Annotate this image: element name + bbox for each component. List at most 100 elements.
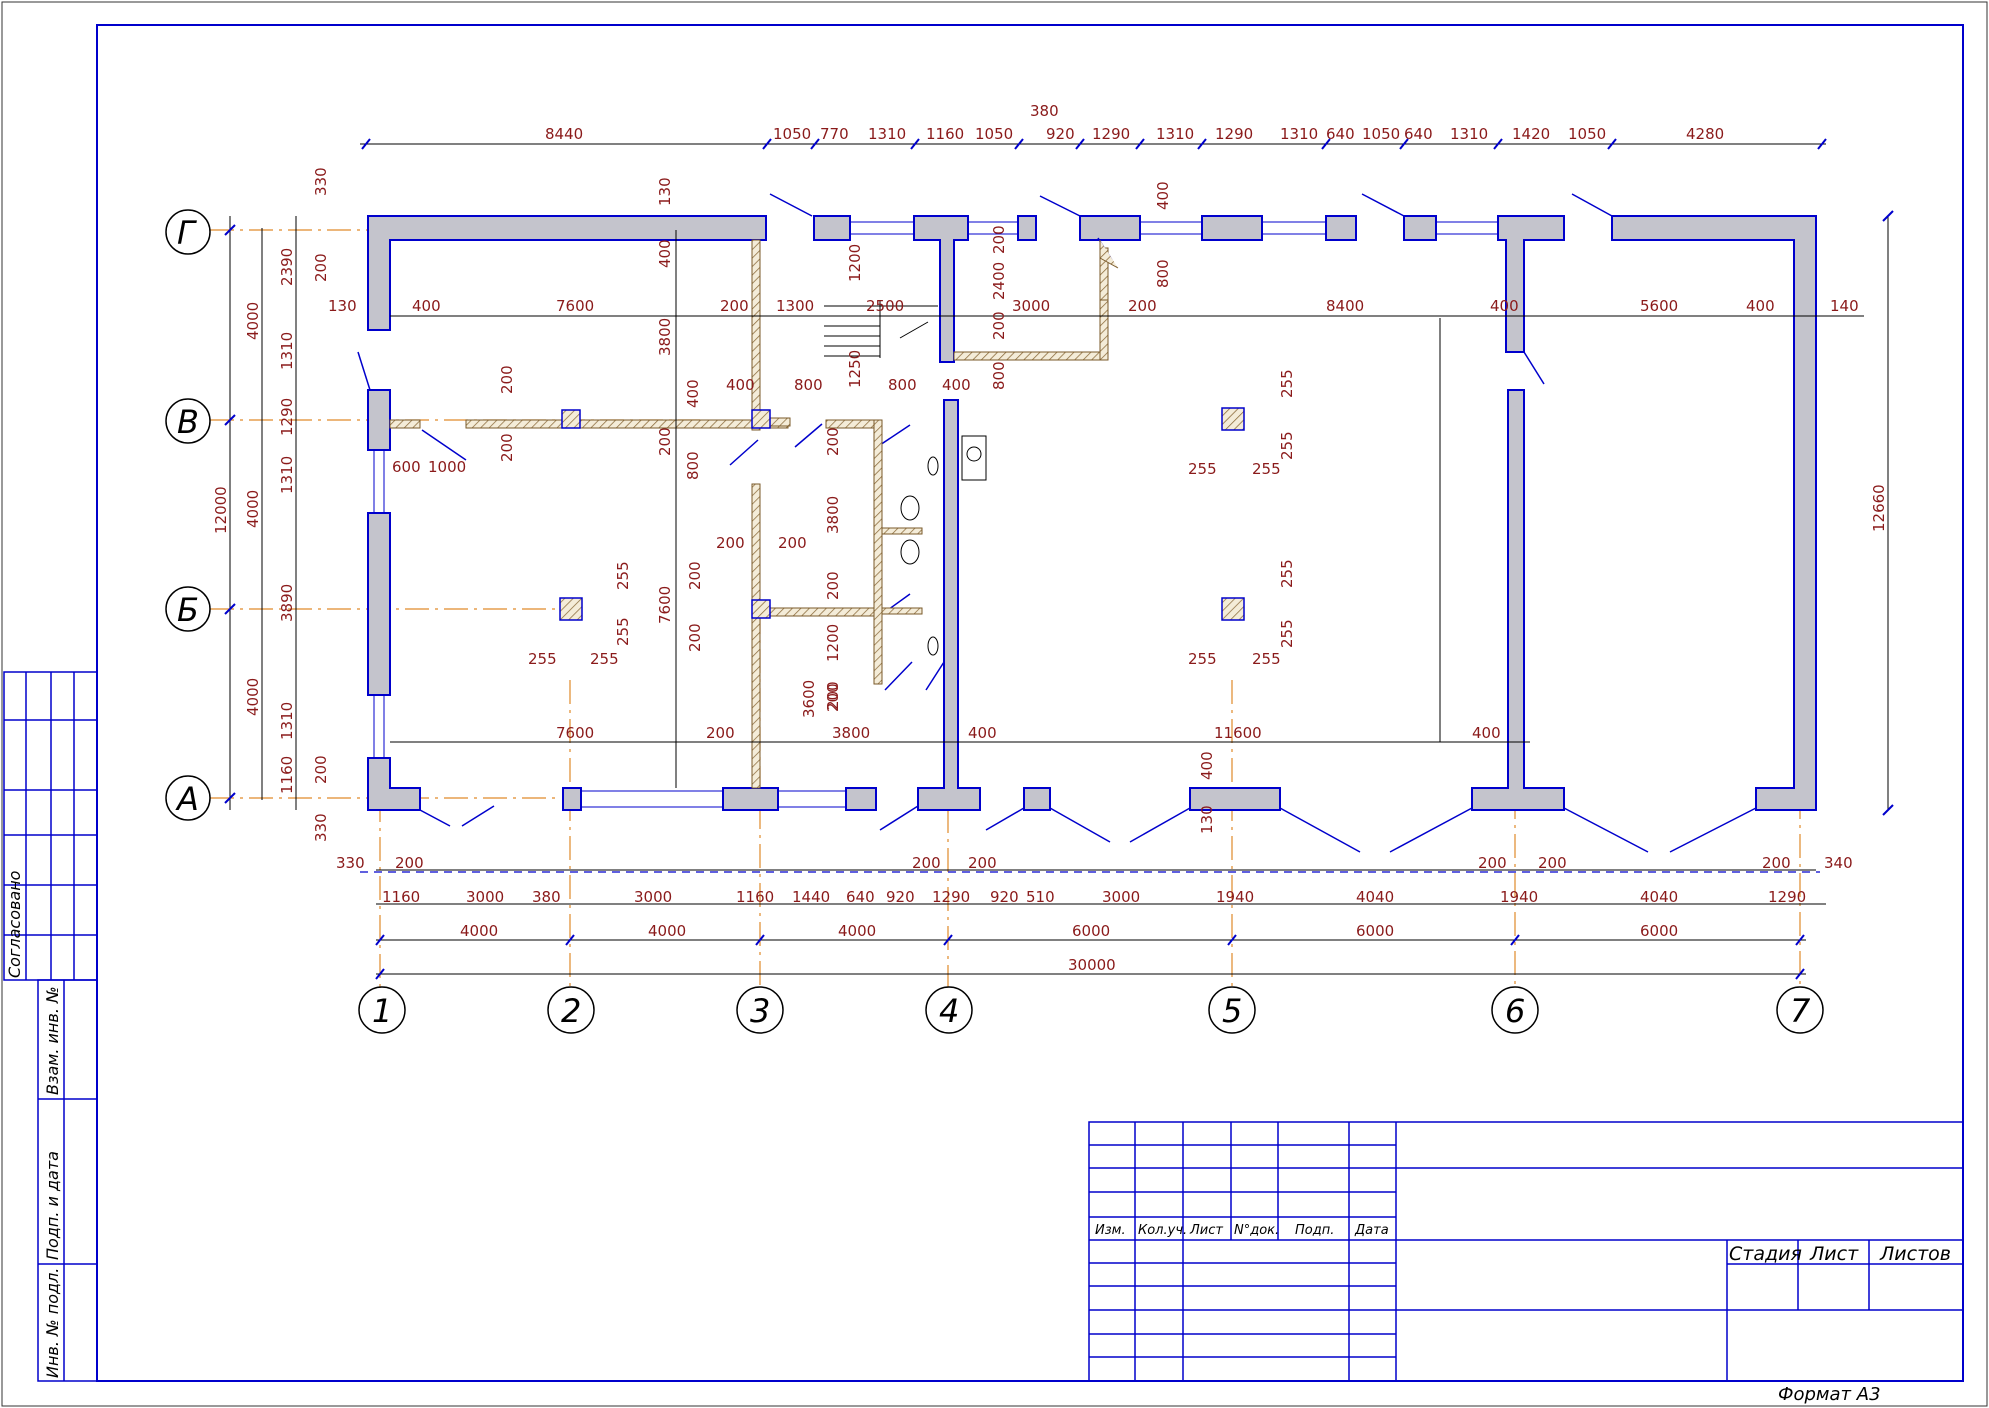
dim-b2-1160b: 1160	[736, 888, 774, 906]
dim-in-400b: 400	[1490, 297, 1519, 315]
dim-b1-200a: 200	[395, 854, 424, 872]
dim-b2-640: 640	[846, 888, 875, 906]
dim-in-1000: 1000	[428, 458, 466, 476]
axis-col-2: 2	[561, 992, 581, 1030]
dim-in-400v3: 400	[1154, 181, 1172, 210]
interior-partitions	[389, 239, 1119, 789]
dim-top-640b: 640	[1404, 125, 1433, 143]
dim-in-255f: 255	[1252, 460, 1281, 478]
dim-total-30000: 30000	[1068, 956, 1116, 974]
dim-b1-200e: 200	[1538, 854, 1567, 872]
dim-b2-3000a: 3000	[466, 888, 504, 906]
dim-left-1290: 1290	[278, 398, 296, 436]
dim-top-1420: 1420	[1512, 125, 1550, 143]
dim-in-600: 600	[392, 458, 421, 476]
dim-b2-1940b: 1940	[1500, 888, 1538, 906]
dim-in-3800v2: 3800	[824, 496, 842, 534]
dim-in-200v3: 200	[498, 433, 516, 462]
axis-row-V: В	[177, 403, 199, 441]
dim-b1-200f: 200	[1762, 854, 1791, 872]
dim-top-1310c: 1310	[1280, 125, 1318, 143]
dim-in-1200v: 1200	[846, 244, 864, 282]
dim-b3-6000a: 6000	[1072, 922, 1110, 940]
dim-top-1310a: 1310	[868, 125, 906, 143]
dim-top-380: 380	[1030, 102, 1059, 120]
dim-in-200v: 200	[656, 427, 674, 456]
dim-b2-1290a: 1290	[932, 888, 970, 906]
title-stage: Стадия	[1729, 1243, 1802, 1265]
dim-in-1300: 1300	[776, 297, 814, 315]
dim-left-330b: 330	[312, 813, 330, 842]
format-label: Формат А3	[1778, 1384, 1881, 1405]
row-axis-bubbles	[165, 209, 211, 821]
dim-left-4000b: 4000	[244, 490, 262, 528]
dim-in-200v6: 200	[824, 571, 842, 600]
dim-top-1290b: 1290	[1215, 125, 1253, 143]
dim-b2-3000c: 3000	[1102, 888, 1140, 906]
dim-in-255b: 255	[590, 650, 619, 668]
dim-in-200v7: 200	[686, 561, 704, 590]
dim-in-400d: 400	[726, 376, 755, 394]
dim-left-200a: 200	[312, 253, 330, 282]
dim-in-200v2: 200	[498, 365, 516, 394]
dim-in-800b: 800	[888, 376, 917, 394]
dim-in-7600v: 7600	[656, 586, 674, 624]
dim-b2-1940a: 1940	[1216, 888, 1254, 906]
dim-top-1310b: 1310	[1156, 125, 1194, 143]
title-hdr-izm: Изм.	[1095, 1223, 1126, 1238]
dim-in-3800: 3800	[832, 724, 870, 742]
dim-b1-330: 330	[336, 854, 365, 872]
axis-col-4: 4	[939, 992, 959, 1030]
dim-in-400g: 400	[1472, 724, 1501, 742]
dim-in-200c: 200	[716, 534, 745, 552]
dim-in-800v3: 800	[1154, 259, 1172, 288]
dim-in-400v2: 400	[684, 379, 702, 408]
dim-in-140: 140	[1830, 297, 1859, 315]
dim-in-400a: 400	[412, 297, 441, 315]
title-hdr-podp: Подп.	[1295, 1223, 1334, 1238]
dim-in-3000: 3000	[1012, 297, 1050, 315]
dim-in-400v: 400	[656, 239, 674, 268]
dim-top-8440: 8440	[545, 125, 583, 143]
sanitary-fixtures	[900, 435, 987, 656]
dim-in-1250v: 1250	[846, 350, 864, 388]
dim-in-255c: 255	[614, 561, 632, 590]
dim-in-7600b: 7600	[556, 724, 594, 742]
dim-in-3600v: 3600	[800, 680, 818, 718]
dim-top-1160: 1160	[926, 125, 964, 143]
axis-row-A: А	[175, 780, 199, 818]
col-axis-bubbles	[358, 986, 1824, 1034]
dim-in-255j: 255	[1252, 650, 1281, 668]
dim-top-1050a: 1050	[773, 125, 811, 143]
dim-in-800v: 800	[684, 451, 702, 480]
dim-b1-200d: 200	[1478, 854, 1507, 872]
dim-left-330a: 330	[312, 167, 330, 196]
dim-top-4280: 4280	[1686, 125, 1724, 143]
title-hdr-kolch: Кол.уч.	[1138, 1223, 1187, 1238]
dim-in-255l: 255	[1278, 619, 1296, 648]
dim-in-130v2: 130	[1198, 805, 1216, 834]
dim-in-255d: 255	[614, 617, 632, 646]
axis-col-7: 7	[1790, 992, 1811, 1030]
dim-left-4000a: 4000	[244, 302, 262, 340]
axis-col-1: 1	[372, 992, 392, 1030]
dim-b2-4040b: 4040	[1640, 888, 1678, 906]
side-stamp-inv-no: Инв. № подл.	[43, 1268, 62, 1378]
title-sheets: Листов	[1879, 1243, 1951, 1265]
dim-in-200v4: 200	[990, 311, 1008, 340]
dim-in-400e: 400	[942, 376, 971, 394]
dim-b2-510: 510	[1026, 888, 1055, 906]
dim-in-255k: 255	[1278, 559, 1296, 588]
dim-left-200b: 200	[312, 755, 330, 784]
side-stamp	[3, 671, 98, 1382]
title-block	[1088, 1121, 1964, 1382]
dim-b3-4000a: 4000	[460, 922, 498, 940]
dim-top-920: 920	[1046, 125, 1075, 143]
axis-row-B: Б	[177, 591, 199, 629]
dim-in-200b: 200	[1128, 297, 1157, 315]
dim-in-200v5: 200	[824, 427, 842, 456]
dim-in-400v4: 400	[1198, 751, 1216, 780]
dim-b1-200b: 200	[912, 854, 941, 872]
axis-col-3: 3	[750, 992, 770, 1030]
